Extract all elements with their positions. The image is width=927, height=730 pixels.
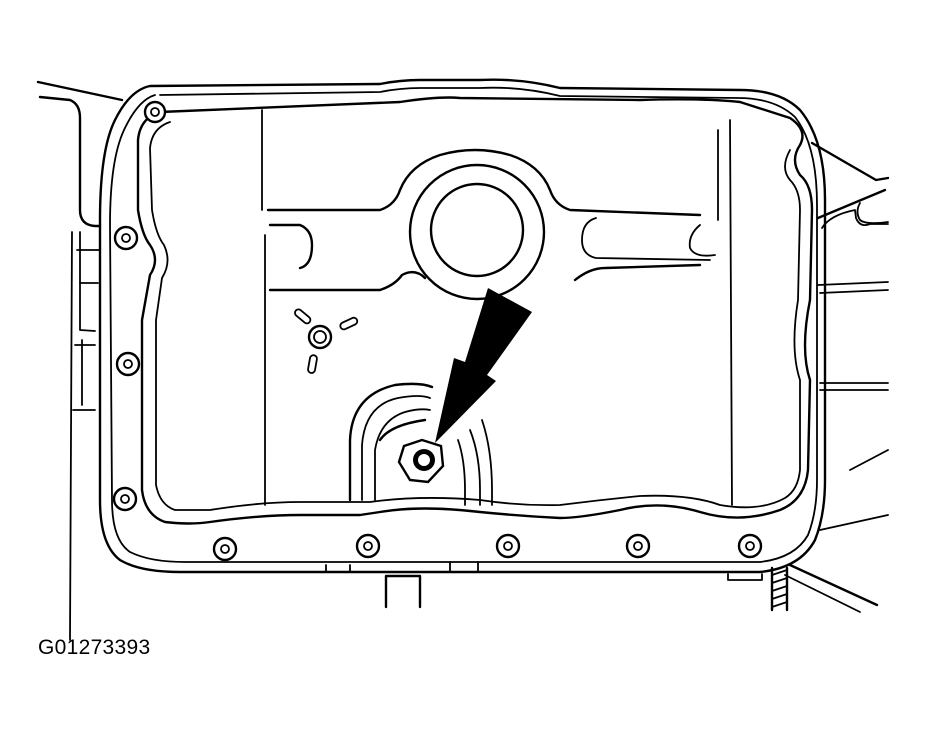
pan-flange-outer <box>98 78 827 574</box>
pan-bolts <box>112 100 763 562</box>
engine-block-right <box>784 141 890 613</box>
sensor-mount <box>294 308 359 374</box>
engine-block-left <box>36 80 124 641</box>
drain-sump <box>348 382 493 506</box>
drain-plug <box>397 438 445 484</box>
oil-filter-boss <box>408 163 546 301</box>
pan-flange-inner-line <box>109 86 818 563</box>
bolt <box>115 351 141 377</box>
bolt <box>212 536 238 562</box>
bolt <box>625 533 651 559</box>
callout-arrow <box>435 288 532 443</box>
bolt <box>355 533 381 559</box>
bottom-fittings <box>325 561 789 612</box>
bolt <box>112 486 138 512</box>
bolt <box>143 100 167 124</box>
pan-rim-inner <box>149 121 801 511</box>
bolt <box>495 533 521 559</box>
bolt <box>737 533 763 559</box>
pan-rim <box>136 96 814 525</box>
figure-id-label: G01273393 <box>38 636 151 659</box>
bolt <box>113 225 139 251</box>
pan-floor-ribs <box>261 109 733 506</box>
